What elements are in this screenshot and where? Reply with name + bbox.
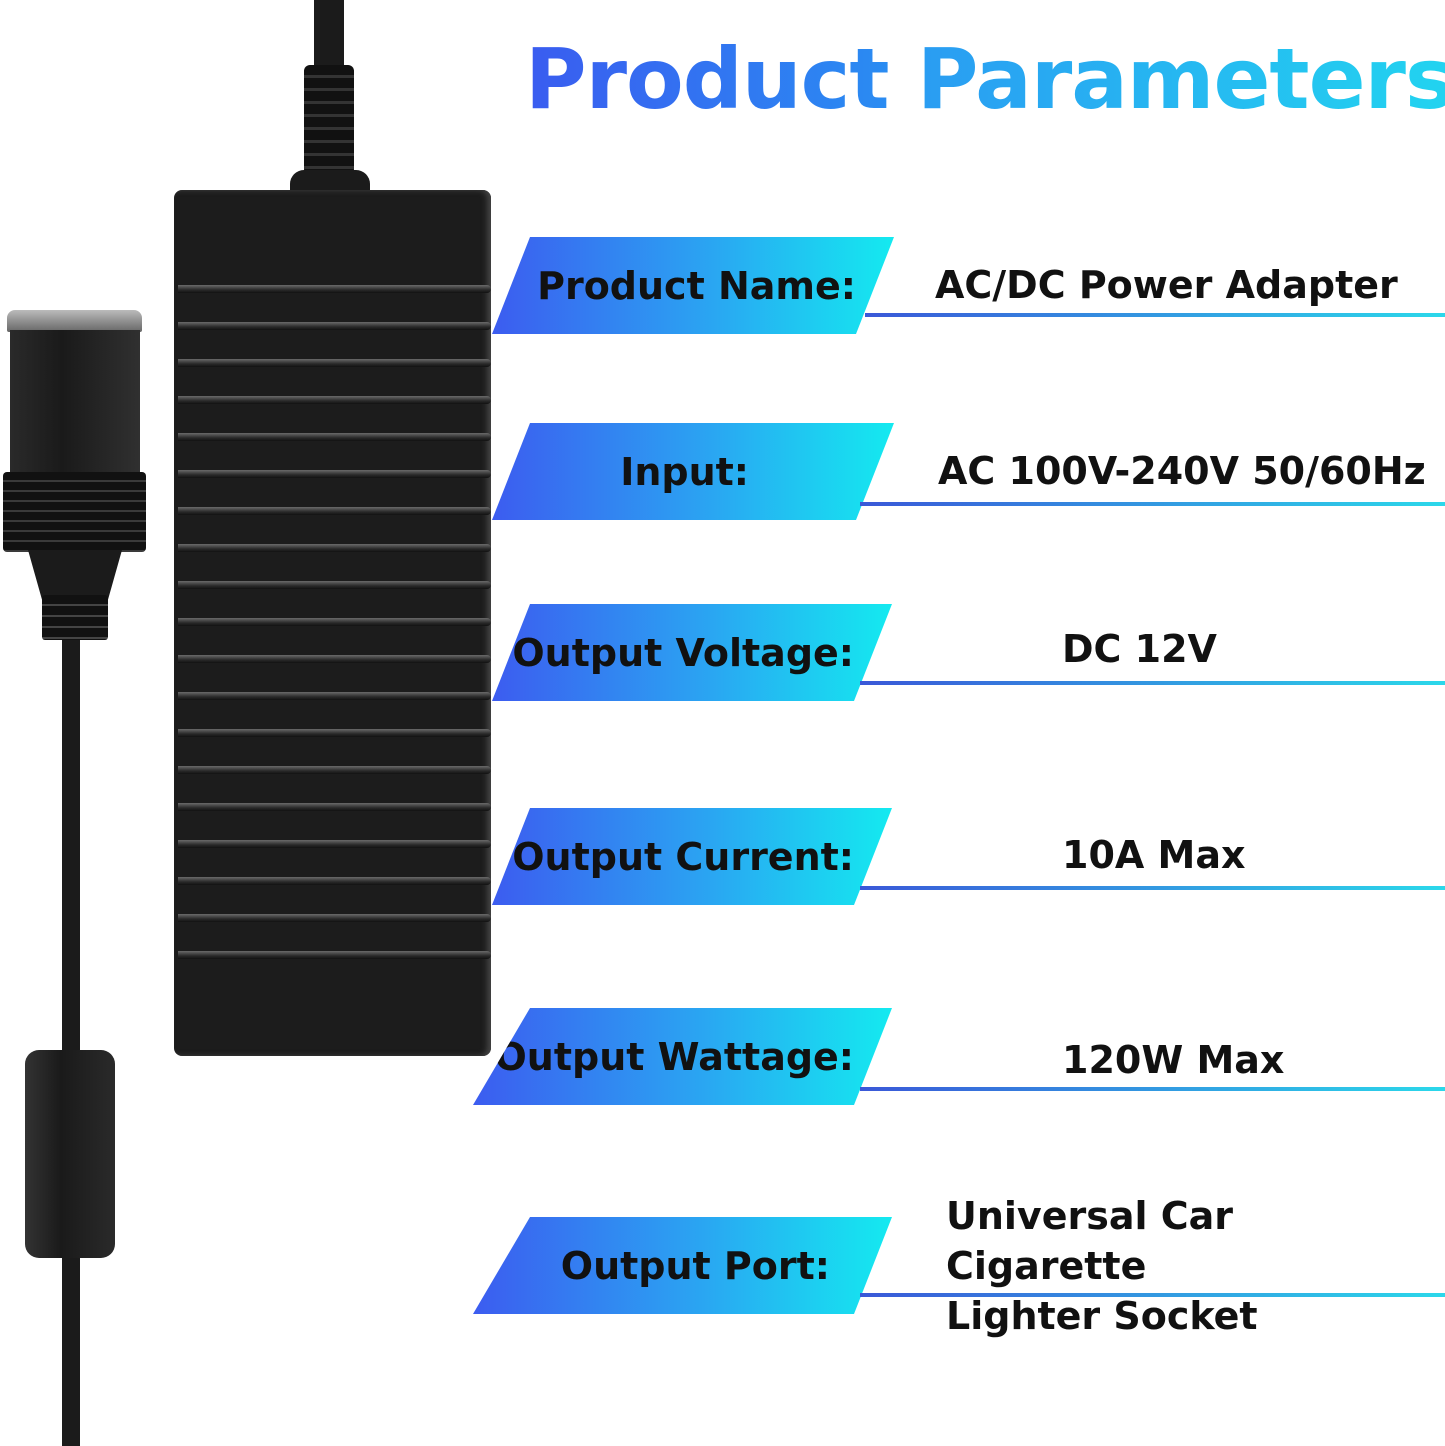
- value-output-current: 10A Max: [1062, 833, 1246, 877]
- row-underline: [860, 681, 1445, 685]
- label-output-port: Output Port:: [473, 1217, 892, 1314]
- value-input: AC 100V-240V 50/60Hz: [938, 449, 1426, 493]
- adapter-ridge: [178, 470, 491, 478]
- adapter-ridge: [178, 618, 491, 626]
- adapter-ridge: [178, 433, 491, 441]
- adapter-ridge: [178, 396, 491, 404]
- socket-neck: [28, 550, 122, 600]
- label-output-wattage: Output Wattage:: [473, 1008, 892, 1105]
- row-underline: [860, 1293, 1445, 1297]
- adapter-ridge: [178, 285, 491, 293]
- label-text: Input:: [620, 449, 749, 494]
- value-output-wattage: 120W Max: [1062, 1038, 1285, 1082]
- label-input: Input:: [492, 423, 894, 520]
- label-text: Output Wattage:: [494, 1034, 854, 1079]
- strain-relief: [304, 65, 354, 175]
- adapter-ridge: [178, 544, 491, 552]
- adapter-ridge: [178, 507, 491, 515]
- value-output-voltage: DC 12V: [1062, 627, 1217, 671]
- socket-tail: [42, 595, 108, 640]
- label-output-voltage: Output Voltage:: [492, 604, 892, 701]
- page-title: Product Parameters: [525, 30, 1445, 128]
- socket-rim: [7, 310, 142, 332]
- title-word-product: Product: [525, 30, 890, 128]
- adapter-ridge: [178, 359, 491, 367]
- socket-grip: [3, 472, 146, 552]
- adapter-body: [174, 190, 491, 1056]
- value-output-port: Universal Car Cigarette Lighter Socket: [946, 1194, 1258, 1338]
- label-product-name: Product Name:: [492, 237, 894, 334]
- label-output-current: Output Current:: [492, 808, 892, 905]
- adapter-ridge: [178, 877, 491, 885]
- adapter-ridge: [178, 914, 491, 922]
- ferrite-core: [25, 1050, 115, 1258]
- adapter-ridge: [178, 951, 491, 959]
- label-text: Output Port:: [560, 1243, 830, 1288]
- adapter-ridge: [178, 766, 491, 774]
- label-text: Product Name:: [537, 263, 856, 308]
- row-underline: [860, 1087, 1445, 1091]
- adapter-ridge: [178, 729, 491, 737]
- title-word-parameters: Parameters: [917, 30, 1445, 128]
- adapter-ridge: [178, 655, 491, 663]
- side-cable: [62, 640, 80, 1446]
- adapter-ridge: [178, 692, 491, 700]
- row-underline: [860, 502, 1445, 506]
- label-text: Output Current:: [512, 834, 854, 879]
- row-underline: [865, 313, 1445, 317]
- socket-body: [10, 330, 140, 475]
- label-text: Output Voltage:: [512, 630, 854, 675]
- adapter-ridge: [178, 803, 491, 811]
- value-product-name: AC/DC Power Adapter: [935, 263, 1398, 307]
- adapter-ridge: [178, 581, 491, 589]
- adapter-ridge: [178, 840, 491, 848]
- adapter-ridge: [178, 322, 491, 330]
- row-underline: [860, 886, 1445, 890]
